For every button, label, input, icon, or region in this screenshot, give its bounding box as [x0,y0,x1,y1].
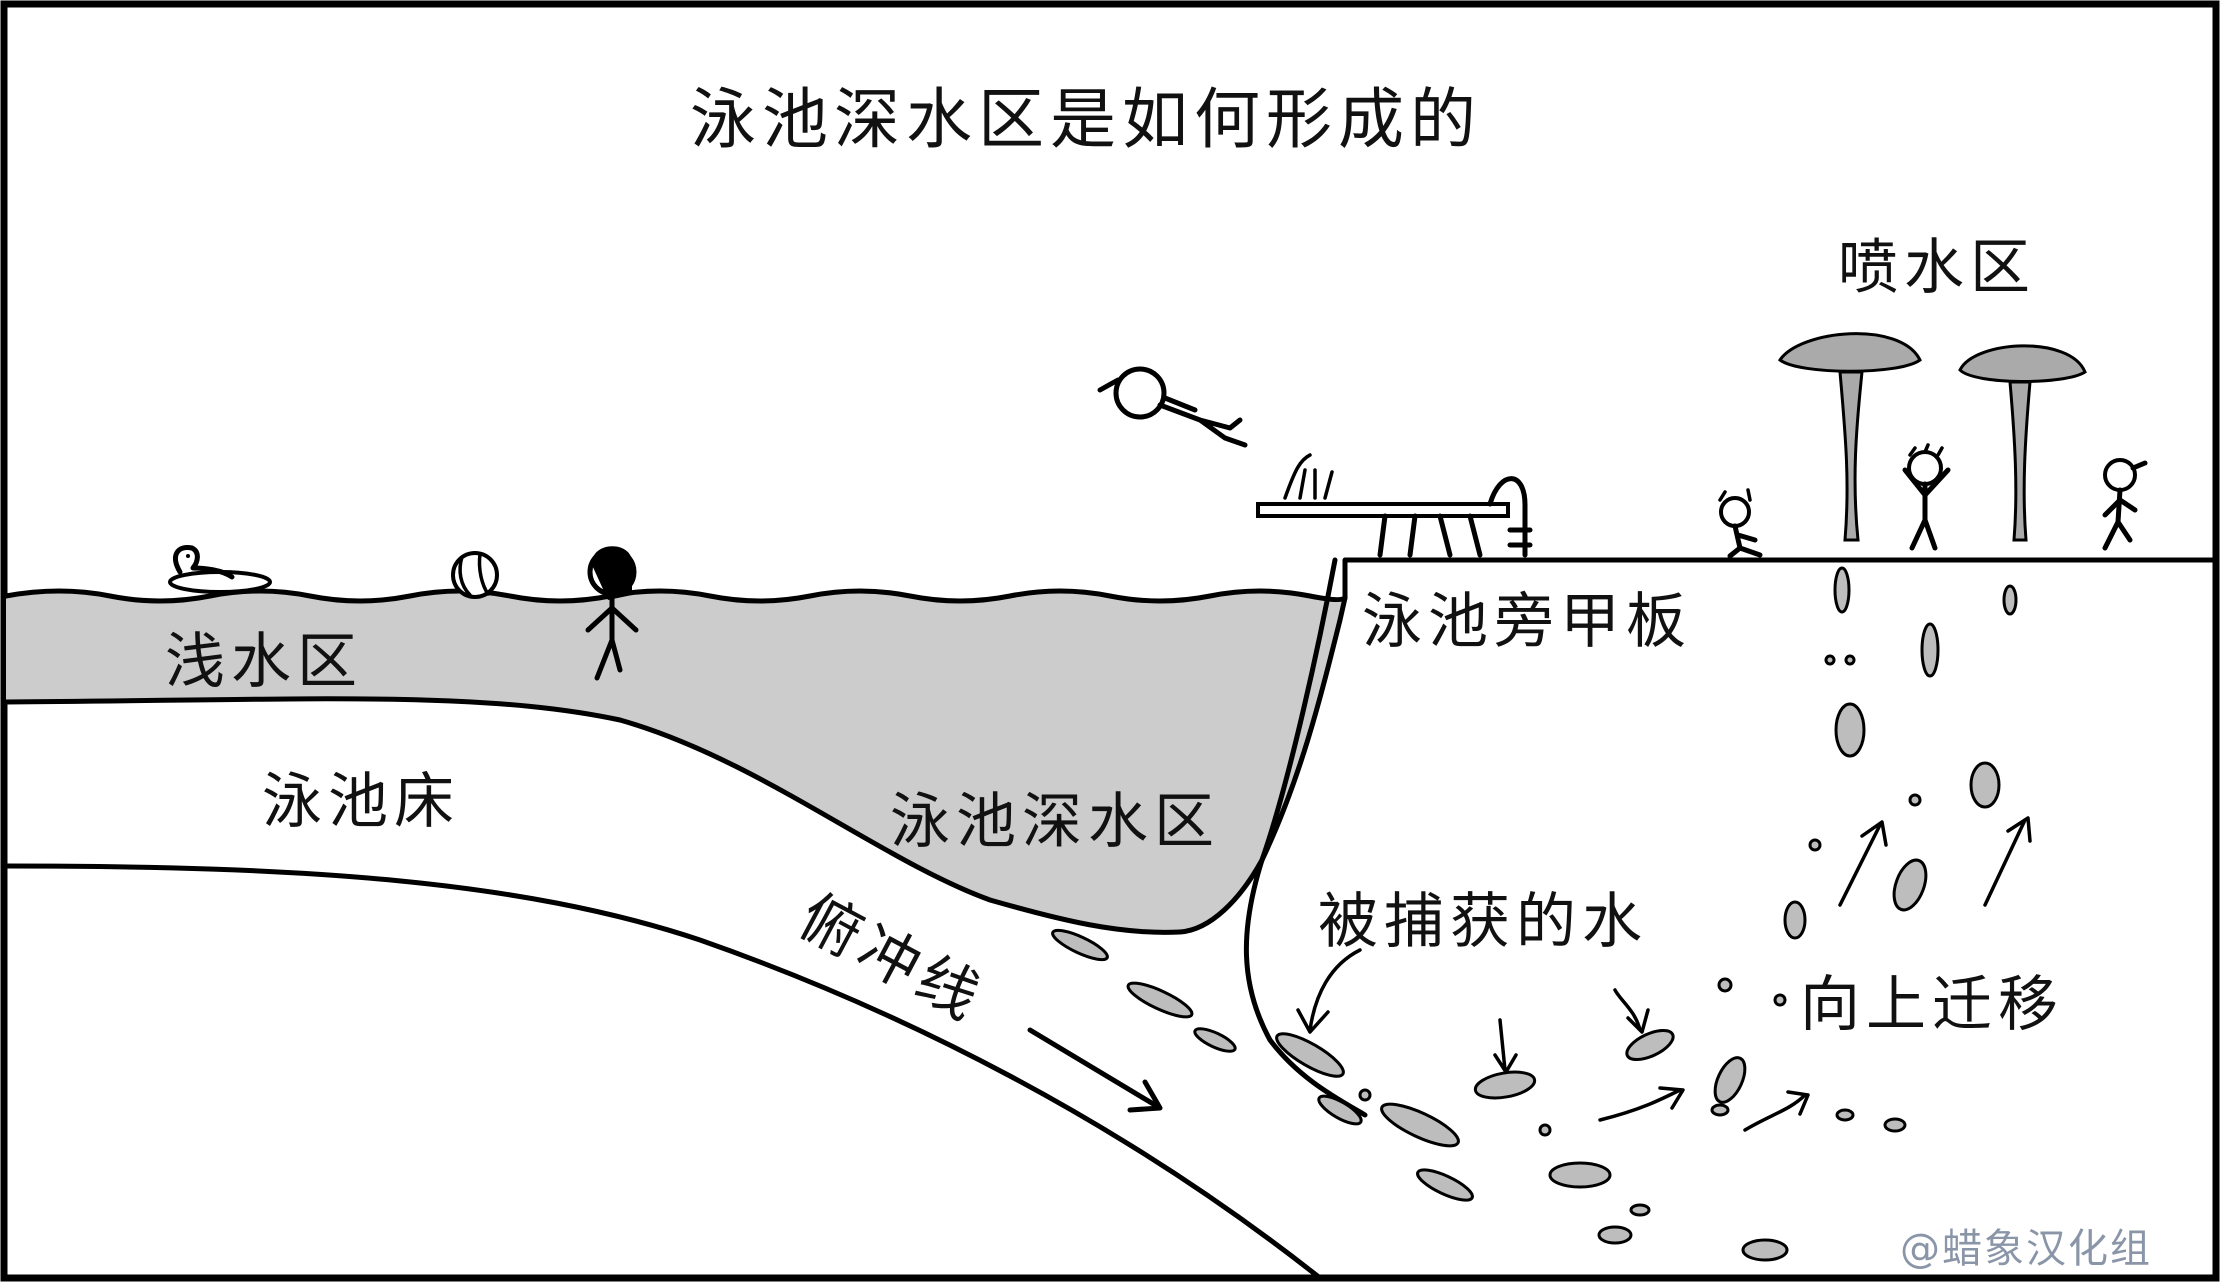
subduction-arrow [1027,1027,1163,1113]
watermark: @蜡象汉化组 [1900,1226,2152,1272]
diving-board [1256,453,1533,558]
label-pool-bed: 泳池床 [262,767,460,837]
pool-deck [1342,557,2219,601]
kid-jumping [1902,443,1951,551]
deck-edge-underside [1243,557,1368,1118]
fountain-right [1958,344,2087,542]
kid-running [2102,458,2148,551]
pool-water [6,591,1345,933]
label-deep-end: 泳池深水区 [890,787,1220,857]
label-captured-water: 被捕获的水 [1318,887,1648,957]
arrows [1027,816,2032,1132]
captured-pointer-2 [1613,988,1650,1034]
swimmer-figure [585,546,639,681]
captured-water-blobs [1051,566,2018,1262]
upward-arrow-4 [1983,816,2032,907]
captured-pointer-3 [1493,1018,1518,1074]
duck-float [168,544,272,594]
kid-sitting [1718,488,1763,559]
upward-arrow-3 [1838,820,1888,907]
diver-figure [1097,366,1248,448]
label-splash-zone: 喷水区 [1838,233,2036,303]
fountain-left [1777,332,1922,542]
pool-bed-bottom [3,863,1323,1281]
diagram-title: 泳池深水区是如何形成的 [690,81,1482,158]
upward-arrow-2 [1743,1090,1810,1132]
label-pool-deck: 泳池旁甲板 [1362,587,1692,657]
deep-end-wall [1177,595,1348,935]
upward-arrow-1 [1598,1086,1685,1122]
label-upward-migration: 向上迁移 [1800,970,2064,1040]
pool-bed-top [3,696,1183,935]
beach-ball [451,551,499,599]
captured-pointer-1 [1296,948,1362,1034]
label-shallow-end: 浅水区 [165,627,363,697]
